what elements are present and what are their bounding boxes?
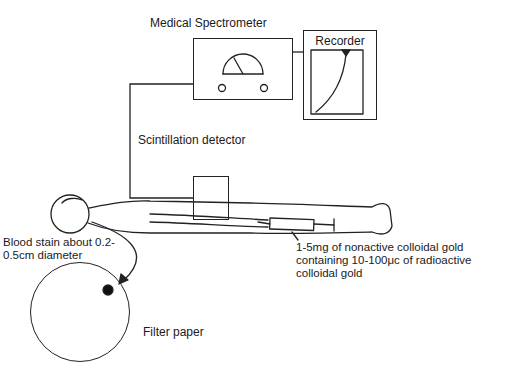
- syringe-plunger: [314, 224, 334, 225]
- blood-stain: [103, 285, 113, 295]
- syringe-barrel: [270, 218, 314, 231]
- recorder-box: Recorder: [303, 30, 377, 120]
- meter-needle: [234, 58, 243, 74]
- syringe-plunger: [333, 219, 334, 231]
- recorder-pen: [342, 50, 350, 56]
- arrowhead: [119, 274, 128, 284]
- node-label: Recorder: [304, 31, 376, 48]
- dose-note: 1-5mg of nonactive colloidal gold contai…: [296, 241, 514, 280]
- leader-line: [292, 232, 298, 240]
- syringe-needle: [258, 222, 270, 224]
- meter-dial: [223, 54, 263, 74]
- spectrometer-box: Medical Spectrometer: [193, 38, 293, 100]
- knob: [219, 85, 226, 92]
- patient-head: [51, 195, 89, 233]
- node-label: Filter paper: [143, 325, 204, 339]
- recorder-trace: [316, 54, 346, 112]
- cable: [293, 52, 303, 53]
- filter-paper-circle: Filter paper: [30, 262, 130, 362]
- detector-box: Scintillation detector: [193, 176, 229, 220]
- recorder-paper: [311, 50, 363, 114]
- patient-hair: [62, 198, 82, 203]
- sample-arrow: [92, 222, 137, 280]
- node-label: Medical Spectrometer: [150, 16, 267, 30]
- blood-stain-note: Blood stain about 0.2-0.5cm diameter: [3, 236, 145, 262]
- patient-body: [88, 201, 392, 234]
- knob: [261, 85, 268, 92]
- node-label: Scintillation detector: [138, 133, 256, 147]
- patient-arm: [150, 222, 268, 227]
